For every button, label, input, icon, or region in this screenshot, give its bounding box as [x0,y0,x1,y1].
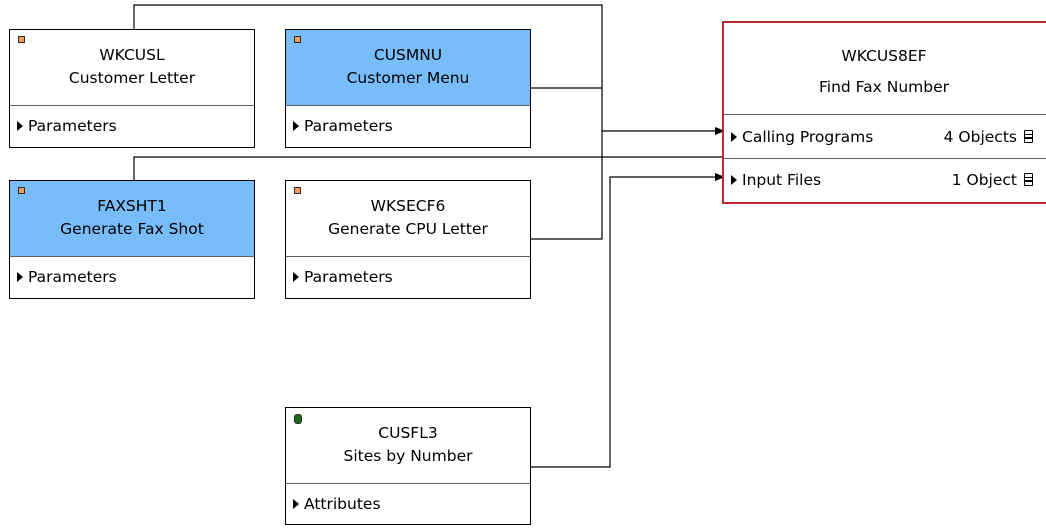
program-icon [18,187,25,194]
caret-right-icon [17,272,23,282]
node-wksecf6-description: Generate CPU Letter [328,220,488,238]
node-wkcusl-name: WKCUSL [99,46,165,64]
node-wksecf6-parameters-row[interactable]: Parameters [286,257,530,297]
program-icon [294,36,301,43]
node-wkcusl-section-label: Parameters [28,117,117,135]
node-wkcusl[interactable]: WKCUSL Customer Letter Parameters [9,29,255,148]
node-faxsht1[interactable]: FAXSHT1 Generate Fax Shot Parameters [9,180,255,299]
node-faxsht1-description: Generate Fax Shot [60,220,204,238]
node-cusfl3-name: CUSFL3 [378,424,438,442]
caret-right-icon [293,121,299,131]
node-wksecf6-name: WKSECF6 [370,197,446,215]
node-cusmnu-name: CUSMNU [373,46,443,64]
node-cusfl3[interactable]: CUSFL3 Sites by Number Attributes [285,407,531,525]
node-cusmnu-description: Customer Menu [346,69,470,87]
list-icon[interactable] [1024,173,1033,186]
node-wkcus8ef-calling-programs-row[interactable]: Calling Programs 4 Objects [724,115,1046,159]
node-wkcus8ef-input-files-row[interactable]: Input Files 1 Object [724,159,1046,201]
node-wkcusl-parameters-row[interactable]: Parameters [10,106,254,146]
connector-cusfl3 [531,173,725,468]
database-file-icon [294,414,302,424]
node-cusfl3-header[interactable]: CUSFL3 Sites by Number [286,408,530,484]
node-cusfl3-attributes-row[interactable]: Attributes [286,484,530,524]
node-cusmnu-header[interactable]: CUSMNU Customer Menu [286,30,530,106]
calling-programs-count: 4 Objects [943,128,1017,146]
caret-right-icon [731,175,737,185]
node-faxsht1-section-label: Parameters [28,268,117,286]
caret-right-icon [17,121,23,131]
connector-wkcusl [133,4,603,131]
node-faxsht1-name: FAXSHT1 [97,197,167,215]
node-cusfl3-description: Sites by Number [343,447,473,465]
node-cusmnu-parameters-row[interactable]: Parameters [286,106,530,146]
node-wksecf6-section-label: Parameters [304,268,393,286]
node-wksecf6[interactable]: WKSECF6 Generate CPU Letter Parameters [285,180,531,299]
node-wkcus8ef-header[interactable]: WKCUS8EF Find Fax Number [724,23,1046,115]
caret-right-icon [731,132,737,142]
node-wkcusl-header[interactable]: WKCUSL Customer Letter [10,30,254,106]
input-files-label: Input Files [742,171,822,189]
node-cusmnu[interactable]: CUSMNU Customer Menu Parameters [285,29,531,148]
caret-right-icon [293,272,299,282]
connector-wksecf6 [531,131,603,240]
input-files-count: 1 Object [951,171,1017,189]
node-wkcus8ef-name: WKCUS8EF [841,47,927,65]
node-cusmnu-section-label: Parameters [304,117,393,135]
calling-programs-label: Calling Programs [742,128,874,146]
node-faxsht1-parameters-row[interactable]: Parameters [10,257,254,297]
program-icon [294,187,301,194]
node-wkcus8ef-description: Find Fax Number [818,78,950,96]
node-wksecf6-header[interactable]: WKSECF6 Generate CPU Letter [286,181,530,257]
node-wkcusl-description: Customer Letter [68,69,196,87]
node-wkcus8ef[interactable]: WKCUS8EF Find Fax Number Calling Program… [722,21,1046,204]
caret-right-icon [293,499,299,509]
list-icon[interactable] [1024,130,1033,143]
program-icon [18,36,25,43]
node-faxsht1-header[interactable]: FAXSHT1 Generate Fax Shot [10,181,254,257]
node-cusfl3-section-label: Attributes [304,495,381,513]
